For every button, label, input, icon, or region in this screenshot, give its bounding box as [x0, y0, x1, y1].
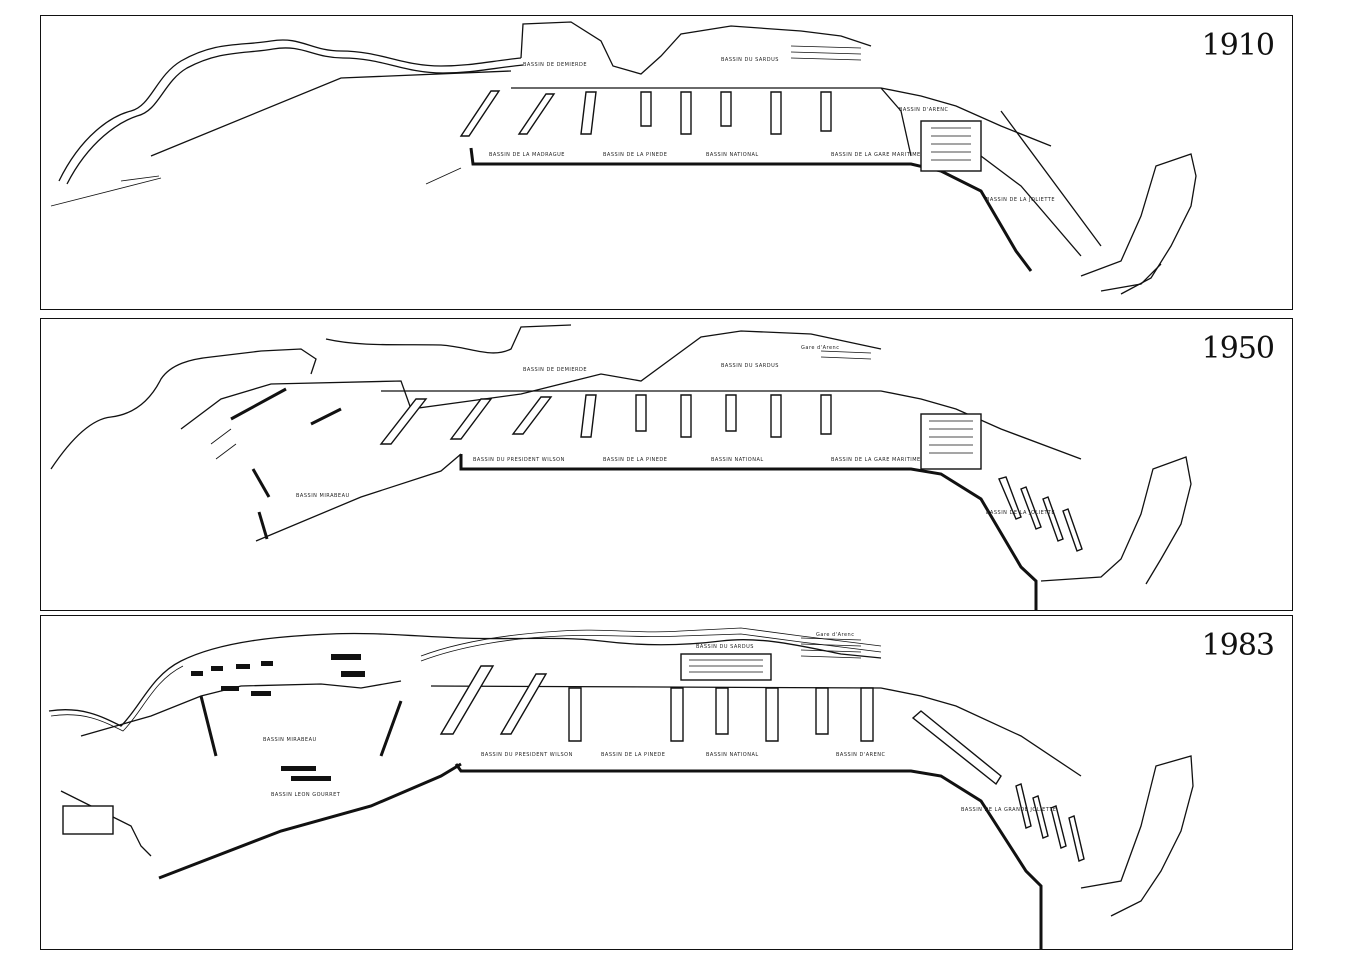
- label-bassin-national: BASSIN NATIONAL: [711, 457, 764, 463]
- joliette-docks-1950: [998, 476, 1083, 552]
- map-panel-1910: 1910: [40, 15, 1293, 310]
- label-bassin-sardus: BASSIN DU SARDUS: [696, 644, 754, 650]
- label-bassin-gare-maritime: BASSIN DE LA GARE MARITIME: [831, 457, 921, 463]
- label-bassin-mirabeau: BASSIN MIRABEAU: [263, 737, 317, 743]
- label-bassin-madrague: BASSIN DE LA MADRAGUE: [489, 152, 565, 158]
- label-bassin-gare-maritime: BASSIN DE LA GARE MARITIME: [831, 152, 921, 158]
- year-label: 1910: [1201, 28, 1275, 63]
- label-bassin-pinede: BASSIN DE LA PINEDE: [603, 152, 667, 158]
- label-bassin-leon-gourret: BASSIN LEON GOURRET: [271, 792, 341, 798]
- label-bassin-pinede: BASSIN DE LA PINEDE: [601, 752, 665, 758]
- label-bassin-wilson: BASSIN DU PRESIDENT WILSON: [481, 752, 573, 758]
- harbor-plan-1950: BASSIN DE DEMIERDE BASSIN DU PRESIDENT W…: [50, 324, 1192, 610]
- harbor-plan-1983: BASSIN DU PRESIDENT WILSON BASSIN DE LA …: [48, 627, 1194, 949]
- joliette-docks-1983: [1015, 783, 1085, 862]
- label-bassin-mirabeau: BASSIN MIRABEAU: [296, 493, 350, 499]
- map-panel-1950: 1950: [40, 318, 1293, 611]
- harbor-plan-1910: BASSIN DE DEMIERDE BASSIN DE LA MADRAGUE…: [50, 21, 1197, 295]
- label-bassin-joliette: BASSIN DE LA JOLIETTE: [986, 510, 1055, 516]
- label-bassin-sardus: BASSIN DU SARDUS: [721, 57, 779, 63]
- piers-1910: [459, 90, 832, 137]
- label-bassin-joliette: BASSIN DE LA JOLIETTE: [986, 197, 1055, 203]
- label-bassin-demierde: BASSIN DE DEMIERDE: [523, 62, 587, 68]
- west-buildings-1983: [191, 654, 365, 781]
- label-gare-arenc: Gare d'Arenc: [816, 632, 854, 638]
- label-bassin-demierde: BASSIN DE DEMIERDE: [523, 367, 587, 373]
- label-bassin-pinede: BASSIN DE LA PINEDE: [603, 457, 667, 463]
- map-panel-1983: 1983: [40, 615, 1293, 950]
- year-label: 1950: [1201, 331, 1275, 366]
- label-bassin-arenc: BASSIN D'ARENC: [899, 107, 949, 113]
- label-bassin-sardus: BASSIN DU SARDUS: [721, 363, 779, 369]
- label-bassin-national: BASSIN NATIONAL: [706, 152, 759, 158]
- label-bassin-grande-joliette: BASSIN DE LA GRANDE JOLIETTE: [961, 807, 1056, 813]
- year-label: 1983: [1201, 628, 1275, 663]
- piers-1983: [439, 665, 874, 742]
- label-gare-arenc: Gare d'Arenc: [801, 345, 839, 351]
- label-bassin-arenc: BASSIN D'ARENC: [836, 752, 886, 758]
- label-bassin-national: BASSIN NATIONAL: [706, 752, 759, 758]
- piers-1950: [379, 394, 832, 445]
- label-bassin-wilson: BASSIN DU PRESIDENT WILSON: [473, 457, 565, 463]
